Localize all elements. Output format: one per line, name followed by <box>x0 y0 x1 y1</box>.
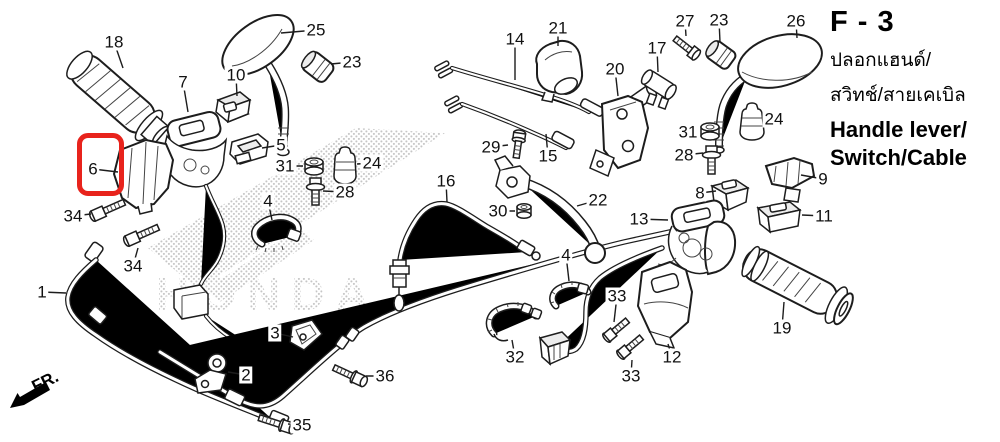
part-label-18[interactable]: 18 <box>102 32 126 52</box>
part-label-30[interactable]: 30 <box>486 201 510 221</box>
part-drawing-26 <box>713 33 823 154</box>
part-drawing-33-lower <box>616 334 645 360</box>
fr-direction-arrow <box>10 382 50 408</box>
part-label-4-right[interactable]: 4 <box>559 245 573 265</box>
part-label-15[interactable]: 15 <box>536 146 560 166</box>
part-drawing-4-left <box>255 217 302 253</box>
part-label-4-left[interactable]: 4 <box>261 191 275 211</box>
part-drawing-5 <box>229 133 269 165</box>
part-label-33-upper[interactable]: 33 <box>605 286 629 306</box>
part-label-9[interactable]: 9 <box>816 169 830 189</box>
part-label-23-right[interactable]: 23 <box>707 10 731 30</box>
part-label-13[interactable]: 13 <box>627 209 651 229</box>
part-drawing-20 <box>589 83 663 178</box>
part-label-27[interactable]: 27 <box>673 11 697 31</box>
part-drawing-16 <box>389 204 541 312</box>
part-drawing-2 <box>194 353 227 394</box>
part-label-31-left[interactable]: 31 <box>273 156 297 176</box>
part-label-28-left[interactable]: 28 <box>333 182 357 202</box>
part-drawing-23-right <box>705 40 737 70</box>
figure-code: F - 3 <box>830 6 895 38</box>
part-label-1[interactable]: 1 <box>35 282 49 302</box>
part-label-34-lower[interactable]: 34 <box>121 256 145 276</box>
part-drawing-22 <box>493 155 606 264</box>
part-label-28-right[interactable]: 28 <box>672 145 696 165</box>
part-label-10[interactable]: 10 <box>224 65 248 85</box>
part-drawing-8 <box>710 179 750 212</box>
part-label-20[interactable]: 20 <box>603 59 627 79</box>
part-label-17[interactable]: 17 <box>645 38 669 58</box>
part-drawing-33-upper <box>602 317 631 343</box>
part-drawing-28-left <box>305 177 326 206</box>
part-label-6[interactable]: 6 <box>86 159 100 179</box>
part-drawing-13 <box>657 199 737 276</box>
part-label-36[interactable]: 36 <box>373 366 397 386</box>
part-drawing-34-upper <box>88 198 127 223</box>
part-drawing-24-left <box>333 146 357 185</box>
part-drawing-6 <box>112 138 175 215</box>
title-english-line1: Handle lever/ <box>830 117 967 143</box>
part-drawing-15 <box>444 95 575 149</box>
part-label-5[interactable]: 5 <box>274 135 288 155</box>
part-drawing-30 <box>516 203 532 219</box>
part-drawing-23-left <box>300 50 335 83</box>
part-drawing-31-right <box>700 122 720 141</box>
part-drawing-21 <box>535 39 584 103</box>
part-label-34-upper[interactable]: 34 <box>61 206 85 226</box>
part-drawing-24-right <box>739 102 765 141</box>
part-drawing-19 <box>741 245 854 326</box>
cable-to-connector-drawing <box>556 248 662 352</box>
part-label-16[interactable]: 16 <box>434 171 458 191</box>
part-label-32[interactable]: 32 <box>503 347 527 367</box>
part-drawing-3 <box>289 319 324 351</box>
part-label-12[interactable]: 12 <box>660 347 684 367</box>
part-drawing-17 <box>640 69 677 111</box>
part-label-33-lower[interactable]: 33 <box>619 366 643 386</box>
part-label-23-left[interactable]: 23 <box>340 52 364 72</box>
cable-to-throttle-drawing <box>160 231 674 406</box>
part-label-7[interactable]: 7 <box>176 72 190 92</box>
part-drawing-27 <box>672 34 702 61</box>
part-label-19[interactable]: 19 <box>770 318 794 338</box>
part-drawing-31-left <box>304 157 324 176</box>
connector-box-drawing <box>538 331 572 366</box>
part-label-8[interactable]: 8 <box>693 183 707 203</box>
part-label-24-left[interactable]: 24 <box>360 153 384 173</box>
title-block: F - 3 ปลอกแฮนด์/ สวิทช์/สายเคเบิล Handle… <box>830 6 1000 171</box>
part-label-11[interactable]: 11 <box>813 206 835 226</box>
part-label-14[interactable]: 14 <box>503 29 527 49</box>
part-drawing-32 <box>488 302 543 342</box>
part-label-26[interactable]: 26 <box>784 11 808 31</box>
part-label-24-right[interactable]: 24 <box>762 109 786 129</box>
part-drawing-9 <box>764 156 816 203</box>
title-english-line2: Switch/Cable <box>830 144 967 170</box>
part-label-21[interactable]: 21 <box>546 18 570 38</box>
title-thai-line1: ปลอกแฮนด์/ <box>830 50 932 71</box>
part-drawing-4-right <box>550 281 589 306</box>
part-label-2[interactable]: 2 <box>239 365 253 385</box>
part-label-22[interactable]: 22 <box>586 190 610 210</box>
part-drawing-36 <box>331 363 369 388</box>
part-label-3[interactable]: 3 <box>268 323 282 343</box>
part-drawing-34-lower <box>122 223 161 248</box>
part-label-31-right[interactable]: 31 <box>676 122 700 142</box>
title-thai-line2: สวิทช์/สายเคเบิล <box>830 84 966 106</box>
part-label-25[interactable]: 25 <box>304 20 328 40</box>
part-drawing-29 <box>511 129 527 160</box>
part-drawing-12 <box>636 260 694 350</box>
part-drawing-28-right <box>701 145 722 175</box>
part-label-35[interactable]: 35 <box>290 415 314 435</box>
part-drawing-10 <box>215 91 252 124</box>
highlight-box-part-6 <box>77 133 124 196</box>
part-label-29[interactable]: 29 <box>479 137 503 157</box>
part-drawing-11 <box>756 201 802 234</box>
